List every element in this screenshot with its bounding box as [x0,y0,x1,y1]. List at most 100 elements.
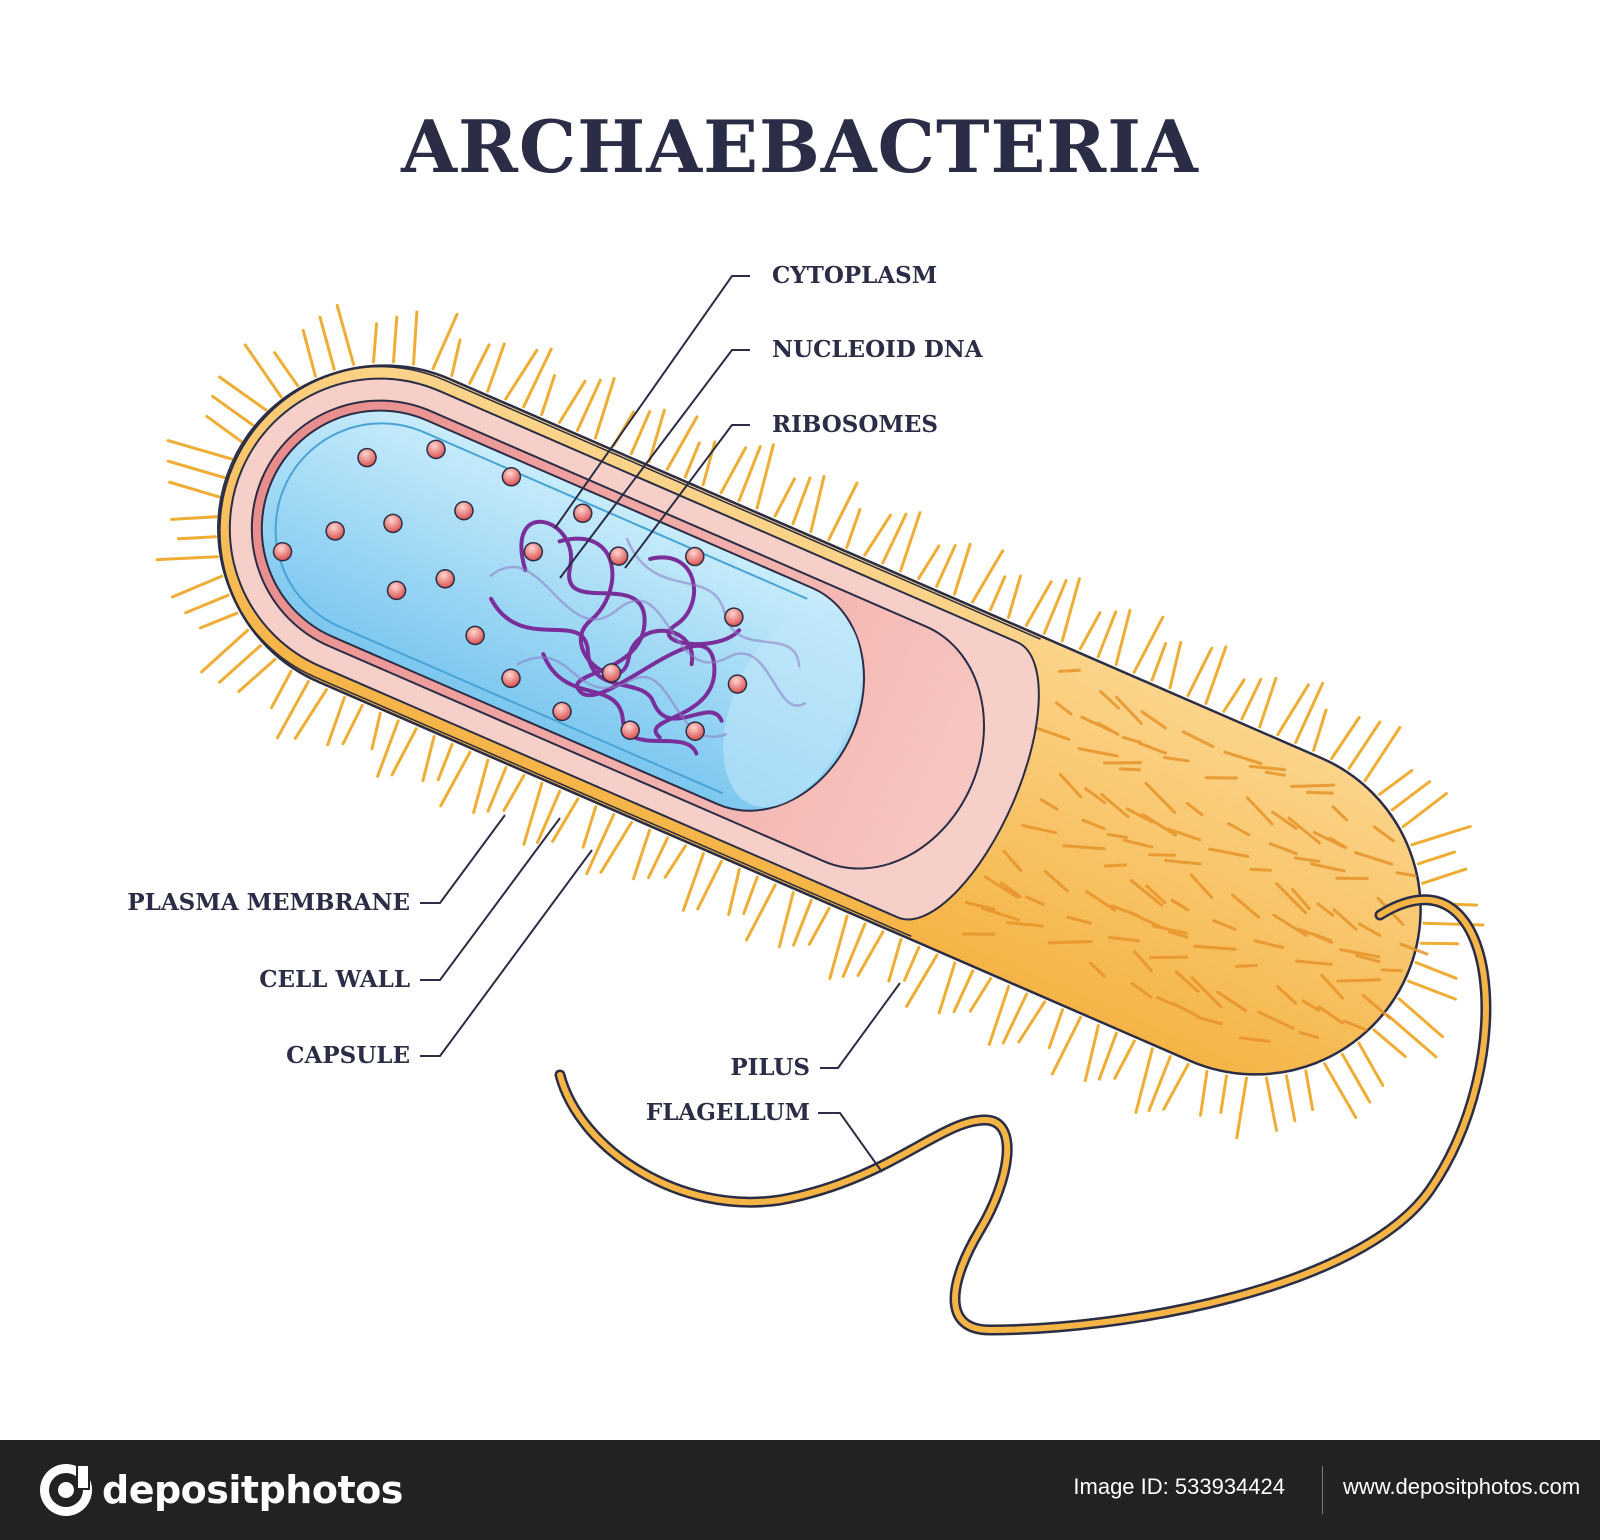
pilus-hair [863,513,892,557]
pilus-hair [177,535,217,541]
pilus-hair [270,670,293,710]
pilus-hair [1284,1074,1297,1123]
fur-stroke [1171,1001,1200,1018]
pilus-hair [1386,1013,1438,1059]
pilus-hair [243,343,283,399]
ribosome [501,668,521,689]
pilus-hair [1150,642,1168,682]
pilus-hair [1132,615,1165,674]
fur-stroke [1227,822,1251,837]
pilus-hair [988,575,1007,612]
pilus-hair [166,439,233,461]
label-plasma-membrane: PLASMA MEMBRANE [127,889,410,916]
leader-cytoplasm [554,275,750,529]
fur-stroke [1170,898,1190,912]
pilus-hair [1047,1008,1064,1050]
pilus-hair [170,515,218,521]
fur-stroke [1145,884,1167,905]
fur-stroke [1185,801,1204,817]
pilus-hair [727,867,741,917]
fur-stroke [1107,935,1140,943]
fur-stroke [1066,915,1092,925]
fur-stroke [1062,844,1106,851]
ribosome [325,521,345,541]
image-id: Image ID: 533934424 [1073,1474,1285,1499]
fur-stroke [1140,710,1167,730]
pilus-hair [987,984,1011,1046]
fur-stroke [1096,721,1120,736]
fur-stroke [1306,790,1334,795]
pilus-hair [200,628,250,674]
fur-stroke [1208,847,1250,859]
fur-stroke [999,881,1022,899]
fur-stroke [1106,832,1129,839]
fur-stroke [1357,922,1382,937]
fur-stroke [1332,908,1358,931]
pilus-hair [841,922,867,978]
depositphotos-logo-icon [40,1464,92,1516]
ribosome [454,500,474,521]
leader-nucleoid-dna [559,349,750,579]
pilus-hair [1347,720,1382,770]
leader-flagellum [818,1112,883,1173]
pilus-hair [585,813,616,876]
fur-stroke [1102,761,1143,765]
fur-stroke [1133,950,1153,973]
fur-stroke [1103,863,1128,868]
fur-stroke [1234,963,1258,968]
pilus-hair [1168,640,1183,690]
ribosome [727,674,748,694]
pilus-hair [792,898,813,947]
pilus-hair [1113,1039,1136,1080]
fur-stroke [1141,813,1178,837]
fur-stroke [1089,961,1106,978]
fur-stroke [1355,954,1381,964]
pilus-hair [237,657,277,693]
capsule-fur [962,668,1429,1043]
pilus-hair [1294,681,1325,744]
fur-stroke [1354,851,1394,866]
ribosome [620,720,640,740]
pilus-hair [326,696,346,747]
fur-stroke [1021,824,1058,835]
ribosome [435,569,455,589]
pilus-hair [1186,646,1214,698]
ribosome [523,541,544,562]
fur-stroke [1204,776,1238,780]
pilus-hair [599,820,634,874]
fur-stroke [1174,970,1200,993]
fur-stroke [980,906,1021,922]
pilus-hair [439,750,472,808]
ribosome [386,580,407,601]
cytoplasm-highlight [723,608,862,808]
pilus-hair [502,774,526,812]
pilus-hair [522,347,553,409]
ribosome [685,546,705,567]
ribosome [501,467,522,487]
fur-stroke [1054,701,1073,716]
pilus-hair [1162,1062,1190,1111]
pilus-hair [968,977,993,1013]
fur-stroke [1036,726,1071,741]
pilus-hair [1330,716,1361,760]
pilus-hair [372,322,379,364]
stock-footer-bar: depositphotos Image ID: 533934424 www.de… [0,1440,1600,1540]
fur-stroke [1125,807,1154,824]
site-url[interactable]: www.depositphotos.com [1343,1474,1581,1499]
pilus-hair [341,703,364,746]
pilus-hair [1134,1047,1154,1114]
pilus-hair [1235,1076,1248,1140]
pilus-hair [392,315,399,364]
pilus-hair [168,480,221,499]
fur-stroke [983,875,1020,899]
fur-stroke [1058,772,1083,799]
ribosome [601,663,622,683]
ribosome [383,513,403,534]
pilus-hair [1416,850,1456,866]
fur-stroke [1025,895,1045,906]
brand-logo[interactable]: depositphotos [38,1460,403,1520]
pilus-hair [953,542,972,596]
label-cytoplasm: CYTOPLASM [772,262,938,289]
fur-stroke [1077,747,1119,758]
fur-stroke [1126,910,1165,930]
